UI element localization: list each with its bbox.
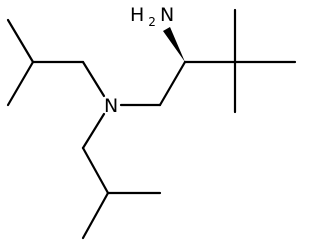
wedge-bond-nh2 xyxy=(163,27,185,62)
chemical-structure: N H 2 N xyxy=(6,4,297,240)
bond-ch2-chiral xyxy=(158,60,187,107)
bond-n-bottom-ch2 xyxy=(81,112,106,150)
amine-n-label: N xyxy=(160,4,174,26)
bond-top-isobutyl-ch3a xyxy=(6,60,35,107)
amine-label: H 2 N xyxy=(130,4,174,30)
bond-top-isobutyl-ch2-n xyxy=(81,60,106,98)
amine-subscript-label: 2 xyxy=(148,15,156,29)
bond-top-isobutyl-ch3b xyxy=(6,18,35,64)
amine-h-label: H xyxy=(130,4,144,26)
bond-bottom-ch2-ch xyxy=(81,146,110,195)
bond-bottom-ch-ch3b xyxy=(81,191,110,240)
nitrogen-atom-label: N xyxy=(104,95,118,117)
